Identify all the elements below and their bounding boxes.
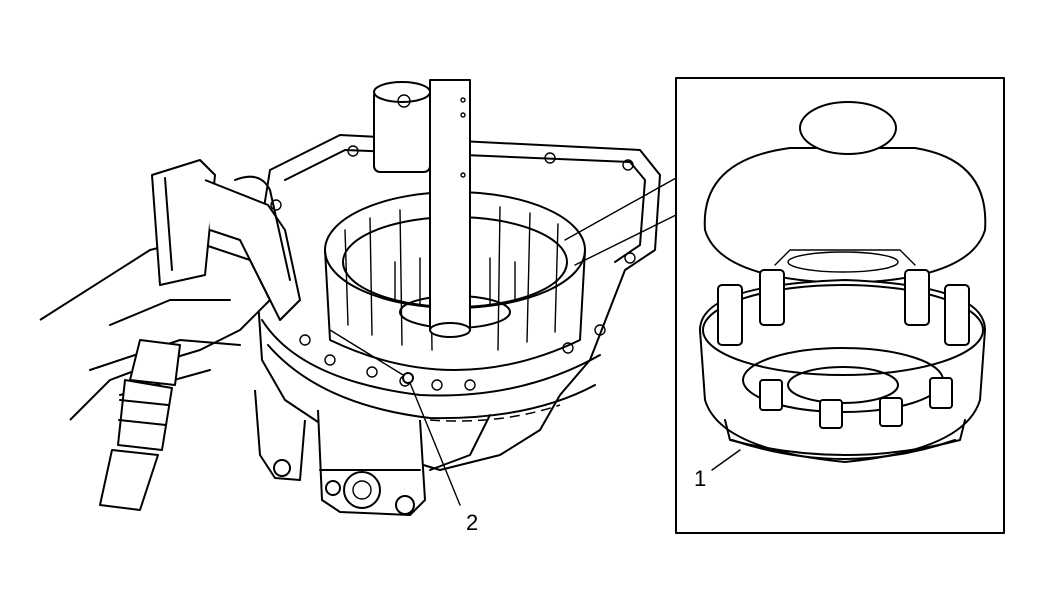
- clutch-piston-assembly: [699, 249, 986, 463]
- press-shaft: [373, 79, 471, 338]
- callout-label-1: 1: [694, 466, 706, 491]
- piston-seal: [703, 101, 987, 284]
- detail-inset: 1: [675, 77, 1005, 534]
- leader-line-1: [711, 449, 741, 471]
- inset-projection-lines: [564, 177, 677, 266]
- callout-label-2: 2: [466, 510, 478, 535]
- leader-line-2: [329, 329, 461, 506]
- air-nozzle-hand: [39, 159, 301, 511]
